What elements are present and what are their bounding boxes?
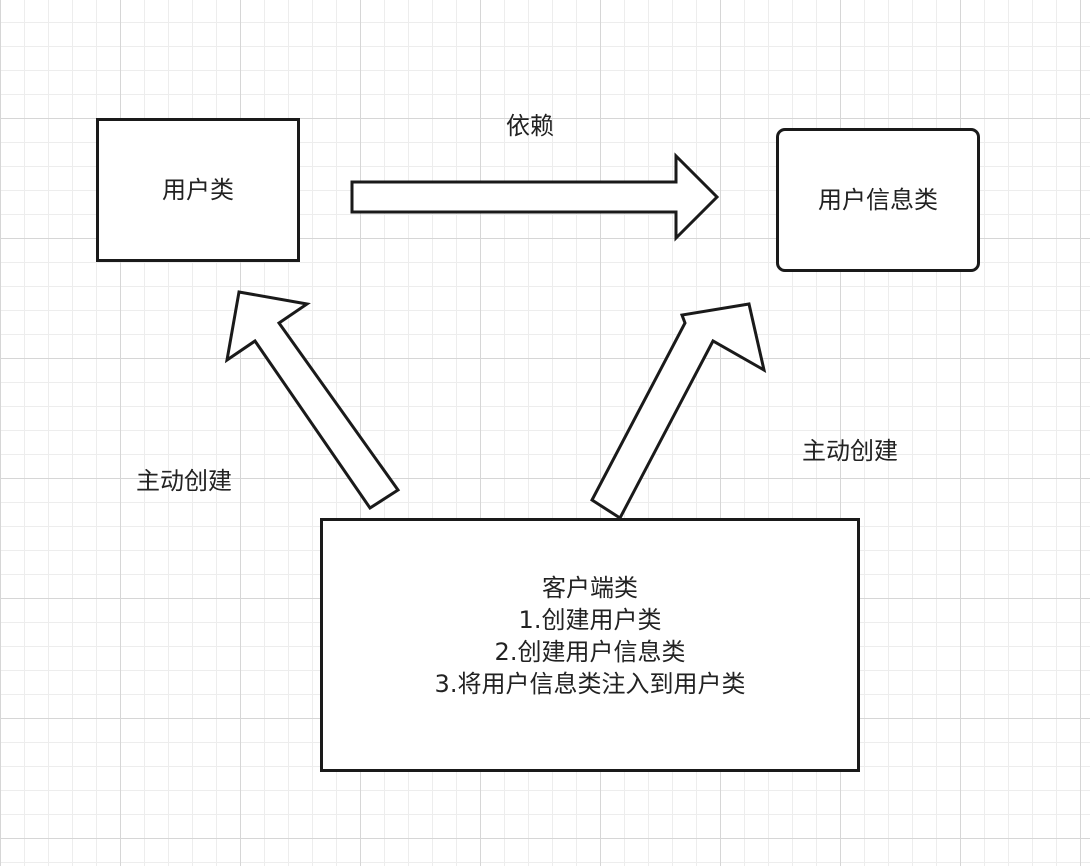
edge-label-create-user: 主动创建 <box>136 467 232 495</box>
client-step-1: 1.创建用户类 <box>518 606 662 634</box>
arrow-user-to-userinfo <box>350 152 720 242</box>
client-class-node[interactable]: 客户端类 1.创建用户类 2.创建用户信息类 3.将用户信息类注入到用户类 <box>320 518 860 772</box>
client-step-2: 2.创建用户信息类 <box>494 638 686 666</box>
arrow-client-to-userinfo <box>590 302 767 521</box>
user-class-node[interactable]: 用户类 <box>96 118 300 262</box>
client-step-3: 3.将用户信息类注入到用户类 <box>434 670 746 698</box>
user-info-class-label: 用户信息类 <box>818 186 938 214</box>
edge-label-create-userinfo: 主动创建 <box>802 437 898 465</box>
user-info-class-node[interactable]: 用户信息类 <box>776 128 980 272</box>
user-class-label: 用户类 <box>162 176 234 204</box>
edge-label-depend: 依赖 <box>506 112 554 140</box>
client-class-text: 客户端类 1.创建用户类 2.创建用户信息类 3.将用户信息类注入到用户类 <box>435 572 746 700</box>
arrow-client-to-user <box>224 290 401 511</box>
client-class-title: 客户端类 <box>542 574 638 602</box>
